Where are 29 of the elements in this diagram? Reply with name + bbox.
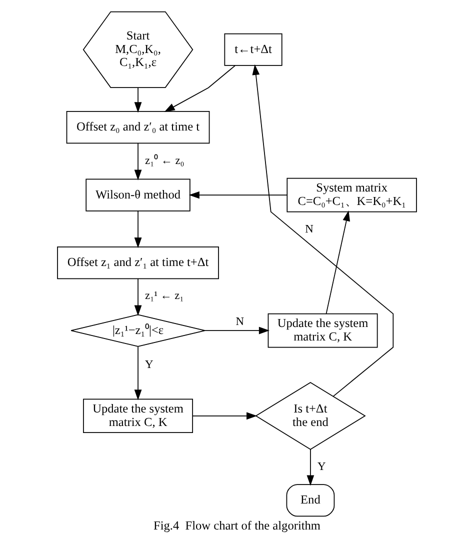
node-box: Offset z₁ and z′₁ at time t+Δt xyxy=(57,246,219,280)
arrow xyxy=(164,65,236,112)
arrow xyxy=(134,87,142,113)
edge-label: Y xyxy=(145,358,154,371)
arrow xyxy=(134,210,142,248)
arrow xyxy=(252,64,394,397)
node-box: Wilson-θ method xyxy=(86,178,190,212)
arrow xyxy=(134,346,142,400)
edge-label: z₁¹ ← z₁ xyxy=(145,290,184,302)
node-box: End xyxy=(286,484,335,517)
edge-label: z₁⁰ ← z₀ xyxy=(145,154,184,167)
node-diamond: Is t+Δt the end xyxy=(255,382,366,450)
node-box: Update the system matrix C, K xyxy=(268,313,378,348)
edge-label: Y xyxy=(318,460,326,473)
arrow xyxy=(192,412,258,420)
node-box: Offset z₀ and z′₀ at time t xyxy=(66,111,210,144)
arrow xyxy=(326,210,350,314)
node-diamond: |z₁¹−z₁⁰|<ε xyxy=(70,314,206,347)
node-box: t←t+Δt xyxy=(224,33,282,66)
arrow xyxy=(134,142,142,180)
edge-label: N xyxy=(305,223,314,236)
node-box: System matrix C=C₀+C₁、K=K₀+K₁ xyxy=(286,178,417,212)
edge-label: N xyxy=(236,316,244,328)
caption: Fig.4 Flow chart of the algorithm xyxy=(153,518,321,533)
node-box: Update the system matrix C, K xyxy=(83,398,193,434)
arrow xyxy=(188,191,288,199)
arrow xyxy=(134,278,142,316)
arrow xyxy=(306,449,314,486)
arrow xyxy=(204,326,270,334)
